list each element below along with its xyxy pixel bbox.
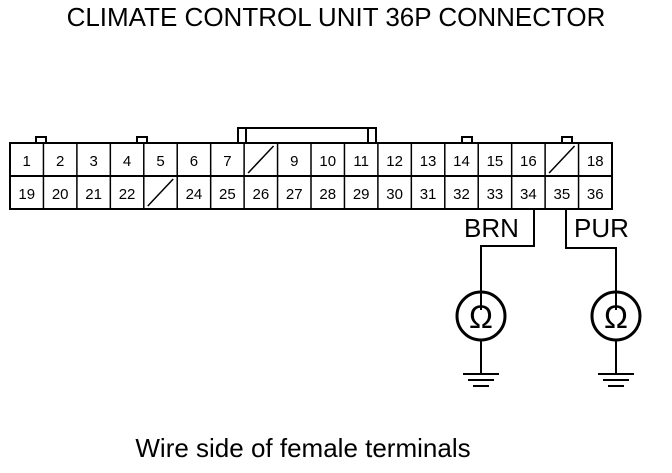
empty-cavity-slash bbox=[548, 145, 576, 174]
terminal-number: 5 bbox=[156, 153, 164, 170]
terminal-number: 18 bbox=[587, 153, 604, 170]
terminal-number: 11 bbox=[353, 153, 369, 170]
terminal-number: 26 bbox=[252, 186, 269, 203]
ohm-symbol: Ω bbox=[469, 299, 493, 335]
terminal-number: 34 bbox=[520, 186, 537, 203]
terminal-number: 30 bbox=[386, 186, 403, 203]
terminal-number: 12 bbox=[386, 153, 403, 170]
terminal-number: 15 bbox=[487, 153, 504, 170]
empty-cavity-slash bbox=[247, 145, 275, 174]
ground-icon bbox=[598, 340, 634, 387]
terminal-number: 36 bbox=[587, 186, 604, 203]
ohmmeter-icon: Ω bbox=[455, 290, 507, 342]
wire-leads bbox=[480, 209, 617, 310]
terminal-number: 4 bbox=[123, 153, 131, 170]
terminal-number: 21 bbox=[85, 186, 102, 203]
terminal-number: 6 bbox=[190, 153, 198, 170]
ohm-symbol: Ω bbox=[604, 299, 628, 335]
terminal-number: 19 bbox=[18, 186, 35, 203]
terminal-number: 29 bbox=[353, 186, 370, 203]
terminal-number: 33 bbox=[487, 186, 504, 203]
terminal-number: 9 bbox=[290, 153, 298, 170]
terminal-number: 35 bbox=[553, 186, 570, 203]
diagram-caption: Wire side of female terminals bbox=[135, 433, 470, 463]
terminal-number: 20 bbox=[52, 186, 69, 203]
diagram-title: CLIMATE CONTROL UNIT 36P CONNECTOR bbox=[67, 2, 606, 32]
wire-label-pur: PUR bbox=[574, 213, 629, 243]
terminal-number: 1 bbox=[23, 153, 31, 170]
terminal-number: 16 bbox=[520, 153, 537, 170]
terminal-number: 13 bbox=[420, 153, 437, 170]
terminal-number: 25 bbox=[219, 186, 236, 203]
empty-cavity-slash bbox=[147, 178, 174, 207]
terminal-number: 31 bbox=[420, 186, 437, 203]
terminal-number: 2 bbox=[56, 153, 64, 170]
terminal-number: 24 bbox=[186, 186, 203, 203]
terminal-number: 22 bbox=[119, 186, 136, 203]
ohmmeter-icon: Ω bbox=[590, 290, 642, 342]
terminal-number: 32 bbox=[453, 186, 470, 203]
terminal-number: 27 bbox=[286, 186, 303, 203]
ground-icon bbox=[463, 340, 499, 387]
terminal-number: 7 bbox=[223, 153, 231, 170]
terminal-number: 28 bbox=[319, 186, 336, 203]
wire-label-brn: BRN bbox=[464, 213, 519, 243]
terminal-number: 3 bbox=[89, 153, 97, 170]
terminal-number: 10 bbox=[319, 153, 336, 170]
terminal-number: 14 bbox=[453, 153, 470, 170]
